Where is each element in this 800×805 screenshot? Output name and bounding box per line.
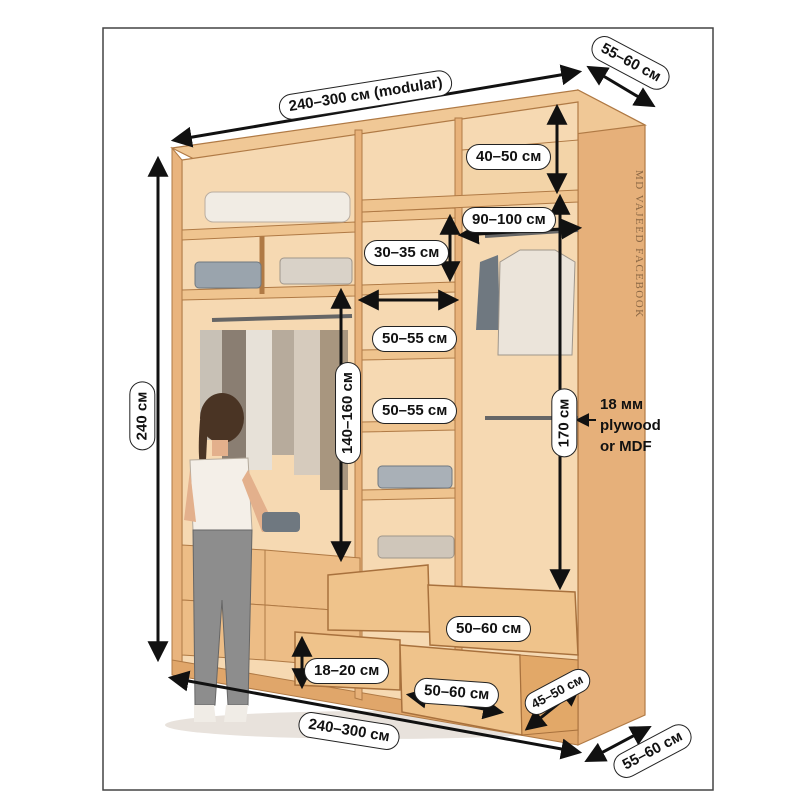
label-upper-shelf: 40–50 см — [466, 144, 552, 170]
label-mid-shelf-2: 50–55 см — [372, 398, 458, 424]
folded-shirts-a — [194, 261, 262, 289]
folded-shirts-b — [279, 257, 353, 285]
folded-item-held — [262, 512, 300, 532]
left-edge — [171, 146, 183, 673]
shelf-left-2 — [181, 284, 356, 301]
shelf-left-1 — [181, 221, 356, 241]
watermark: MD VAJEED FACEBOOK — [633, 170, 645, 319]
label-drawer-right-upper: 50–60 см — [446, 616, 532, 642]
outer-frame — [102, 27, 714, 791]
label-hanging-right: 170 см — [551, 388, 578, 458]
shirt-light — [497, 249, 576, 356]
label-material-2: plywood — [600, 417, 661, 434]
rail-left — [211, 314, 353, 322]
folded-stack-center-a — [377, 465, 453, 489]
garment-4 — [272, 330, 294, 455]
arrow-width-bottom — [167, 670, 583, 760]
label-drawer-height: 18–20 см — [304, 658, 390, 684]
jacket-dark — [476, 255, 500, 330]
folded-stack-center-b — [377, 535, 455, 559]
garment-3 — [246, 330, 272, 470]
arrow-depth-top — [586, 65, 656, 108]
label-height-total: 240 см — [129, 381, 156, 451]
garment-5 — [294, 330, 320, 475]
label-hanging-left: 140–160 см — [335, 361, 362, 465]
arrow-depth-bottom — [584, 726, 652, 762]
label-mid-shelf-1: 50–55 см — [372, 326, 458, 352]
label-small-shelf: 30–35 см — [364, 240, 450, 266]
shelf-top-right — [361, 189, 579, 213]
label-material-1: 18 мм — [600, 396, 644, 413]
drawer-open-center — [327, 564, 431, 633]
folded-blankets — [204, 191, 351, 223]
shelf-center-5 — [361, 487, 456, 501]
label-rail-width: 90–100 см — [462, 207, 556, 233]
label-material-3: or MDF — [600, 438, 652, 455]
